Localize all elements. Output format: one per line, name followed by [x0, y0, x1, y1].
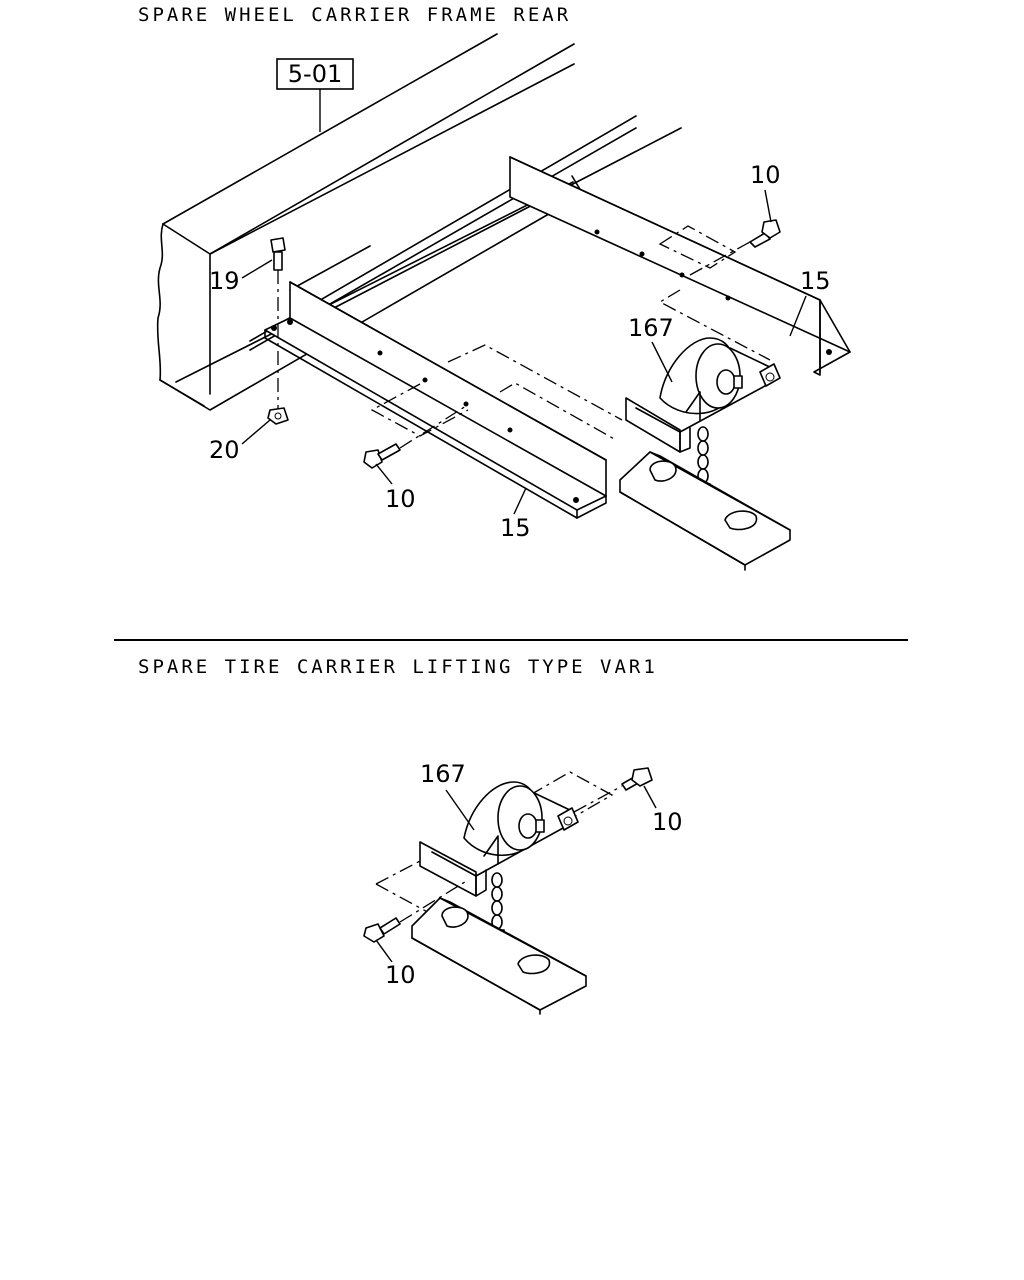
section-title-lifting-type: SPARE TIRE CARRIER LIFTING TYPE VAR1	[138, 656, 658, 678]
hidden-line-upper-2	[658, 289, 771, 361]
winch-carrier-167-bottom	[375, 771, 614, 935]
callout-19[interactable]: 19	[209, 267, 240, 295]
bolt-10-bottom-left	[363, 879, 469, 943]
bracket-15-lower	[264, 281, 607, 519]
callout-15-right[interactable]: 15	[800, 267, 831, 295]
callout-167-top[interactable]: 167	[628, 314, 674, 342]
callout-10-upper[interactable]: 10	[750, 161, 781, 189]
hidden-line-upper	[658, 225, 737, 269]
callout-15-lower[interactable]: 15	[500, 514, 531, 542]
callout-10-lower[interactable]: 10	[385, 485, 416, 513]
bracket-15-upper	[509, 156, 851, 376]
callout-10-bottom-right[interactable]: 10	[652, 808, 683, 836]
section-title-frame-rear: SPARE WHEEL CARRIER FRAME REAR	[138, 4, 572, 26]
callouts-top: 10 15 19 167 20 10 15	[209, 161, 831, 542]
hidden-line-lower	[370, 383, 469, 437]
nut-20	[267, 407, 289, 425]
section-divider	[114, 639, 908, 641]
callout-167-bottom[interactable]: 167	[420, 760, 466, 788]
lift-plate-top	[619, 451, 791, 571]
callout-10-bottom-left[interactable]: 10	[385, 961, 416, 989]
reference-box-label: 5-01	[288, 60, 342, 88]
lift-plate-bottom	[411, 897, 587, 1015]
winch-carrier-167-top	[625, 337, 781, 453]
bolt-10-bottom-right	[573, 767, 653, 813]
bolt-10-lower	[363, 405, 467, 469]
hidden-line-lower-3	[499, 382, 617, 441]
bolt-19	[270, 237, 286, 410]
reference-box-5-01[interactable]: 5-01	[276, 58, 354, 90]
callouts-bottom: 167 10 10	[375, 760, 683, 989]
hidden-line-lower-2	[447, 344, 623, 421]
callout-20[interactable]: 20	[209, 436, 240, 464]
bolt-10-upper	[689, 219, 781, 276]
